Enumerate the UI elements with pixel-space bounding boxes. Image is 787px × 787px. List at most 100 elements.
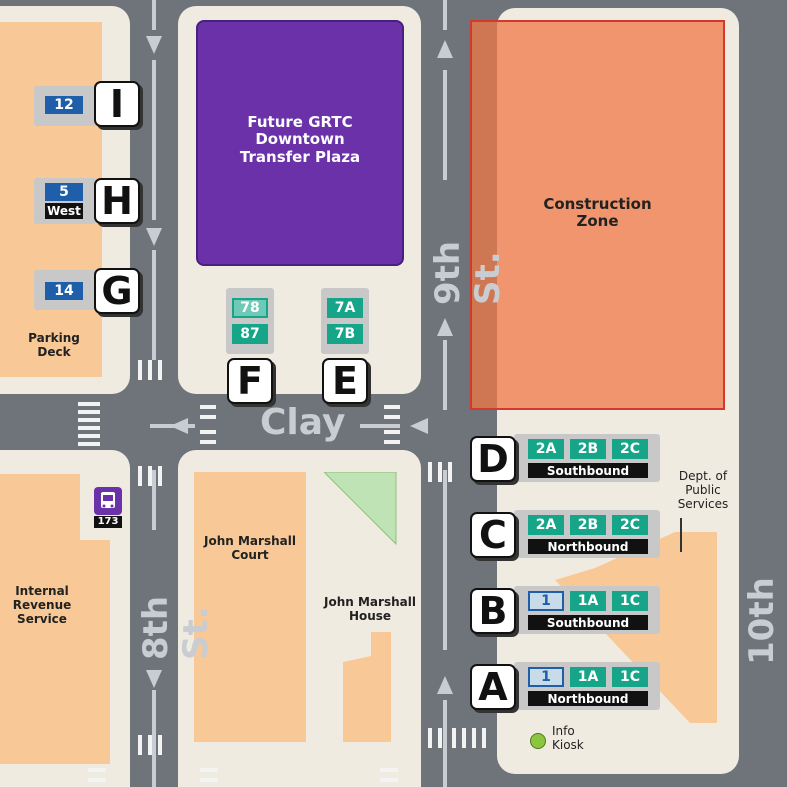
arrow-left-icon xyxy=(410,418,428,434)
crosswalk xyxy=(428,728,432,748)
arrow-up-icon xyxy=(437,318,453,336)
route-badge[interactable]: 1C xyxy=(612,591,648,611)
crosswalk xyxy=(78,434,100,438)
crosswalk xyxy=(462,728,466,748)
crosswalk xyxy=(472,728,476,748)
arrow-left-icon xyxy=(170,418,188,434)
crosswalk xyxy=(88,778,106,782)
ninth-street-label: 9th St. xyxy=(428,240,508,305)
route-badge[interactable]: 2A xyxy=(528,515,564,535)
lane-line xyxy=(443,700,447,787)
crosswalk xyxy=(200,768,218,772)
route-badge[interactable]: 12 xyxy=(45,96,83,114)
tenth-street-label: 10th St. xyxy=(742,577,787,665)
route-badge[interactable]: 1A xyxy=(570,667,606,687)
irs-label: Internal Revenue Service xyxy=(12,584,72,626)
john-marshall-court-label: John Marshall Court xyxy=(204,534,296,562)
stop-f-sign[interactable]: F xyxy=(227,358,273,404)
crosswalk xyxy=(148,360,152,380)
route-badge[interactable]: 1 xyxy=(528,667,564,687)
lane-line xyxy=(152,0,156,30)
crosswalk xyxy=(200,405,216,409)
lane-line xyxy=(443,70,447,180)
john-marshall-house-label: John Marshall House xyxy=(324,595,416,623)
route-badge[interactable]: 2C xyxy=(612,439,648,459)
stop-c-direction: Northbound xyxy=(528,539,648,554)
stop-b-direction: Southbound xyxy=(528,615,648,630)
route-badge[interactable]: 1C xyxy=(612,667,648,687)
lane-line xyxy=(443,340,447,410)
route-badge[interactable]: 78 xyxy=(232,298,268,318)
route-badge[interactable]: 2C xyxy=(612,515,648,535)
crosswalk xyxy=(148,466,152,486)
crosswalk xyxy=(384,405,400,409)
crosswalk xyxy=(138,735,142,755)
arrow-down-icon xyxy=(146,228,162,246)
irs-building xyxy=(0,474,80,764)
stop-h-direction: West xyxy=(45,203,83,219)
route-badge[interactable]: 2B xyxy=(570,515,606,535)
crosswalk xyxy=(438,462,442,482)
green-triangle-park xyxy=(324,472,397,546)
crosswalk xyxy=(452,728,456,748)
stop-e-sign[interactable]: E xyxy=(322,358,368,404)
crosswalk xyxy=(384,415,400,419)
irs-building-wing xyxy=(80,540,110,764)
dept-leader-line xyxy=(680,518,682,552)
transfer-plaza-label: Future GRTC Downtown Transfer Plaza xyxy=(239,113,361,166)
crosswalk xyxy=(438,728,442,748)
stop-i-sign[interactable]: I xyxy=(94,81,140,127)
lane-line xyxy=(152,250,156,360)
crosswalk xyxy=(200,430,216,434)
info-kiosk-icon[interactable] xyxy=(530,733,546,749)
route-badge[interactable]: 1A xyxy=(570,591,606,611)
lane-line xyxy=(152,470,156,530)
crosswalk xyxy=(158,735,162,755)
stop-c-sign[interactable]: C xyxy=(470,512,516,558)
route-badge[interactable]: 1 xyxy=(528,591,564,611)
construction-zone-label: Construction Zone xyxy=(543,195,652,231)
route-badge[interactable]: 5 xyxy=(45,183,83,201)
stop-b-sign[interactable]: B xyxy=(470,588,516,634)
route-badge[interactable]: 14 xyxy=(45,282,83,300)
crosswalk xyxy=(380,768,398,772)
stop-d-direction: Southbound xyxy=(528,463,648,478)
arrow-up-icon xyxy=(437,676,453,694)
crosswalk xyxy=(78,418,100,422)
route-badge[interactable]: 7B xyxy=(327,324,363,344)
crosswalk xyxy=(380,778,398,782)
stop-a-sign[interactable]: A xyxy=(470,664,516,710)
info-kiosk-label: Info Kiosk xyxy=(552,724,584,752)
crosswalk xyxy=(158,360,162,380)
route-badge[interactable]: 7A xyxy=(327,298,363,318)
bus-icon xyxy=(94,487,122,515)
crosswalk xyxy=(482,728,486,748)
lane-line xyxy=(152,690,156,787)
crosswalk xyxy=(428,462,432,482)
route-badge[interactable]: 87 xyxy=(232,324,268,344)
stop-h-sign[interactable]: H xyxy=(94,178,140,224)
john-marshall-court-building xyxy=(194,472,306,742)
route-badge[interactable]: 2A xyxy=(528,439,564,459)
eighth-street-label: 8th St. xyxy=(136,595,216,660)
crosswalk xyxy=(200,778,218,782)
crosswalk xyxy=(384,440,400,444)
bus-stop-sign[interactable]: 173 xyxy=(94,487,122,529)
crosswalk xyxy=(78,442,100,446)
stop-d-sign[interactable]: D xyxy=(470,436,516,482)
crosswalk xyxy=(78,426,100,430)
arrow-down-icon xyxy=(146,670,162,688)
stop-g-sign[interactable]: G xyxy=(94,268,140,314)
crosswalk xyxy=(78,402,100,406)
crosswalk xyxy=(200,440,216,444)
dept-public-services-label: Dept. of Public Services xyxy=(677,469,729,511)
transfer-plaza xyxy=(196,20,404,266)
crosswalk xyxy=(138,466,142,486)
crosswalk xyxy=(384,430,400,434)
john-marshall-house-building xyxy=(343,632,391,742)
bus-stop-route: 173 xyxy=(94,516,122,528)
crosswalk xyxy=(148,735,152,755)
parking-deck-label: Parking Deck xyxy=(28,331,80,359)
route-badge[interactable]: 2B xyxy=(570,439,606,459)
crosswalk xyxy=(138,360,142,380)
